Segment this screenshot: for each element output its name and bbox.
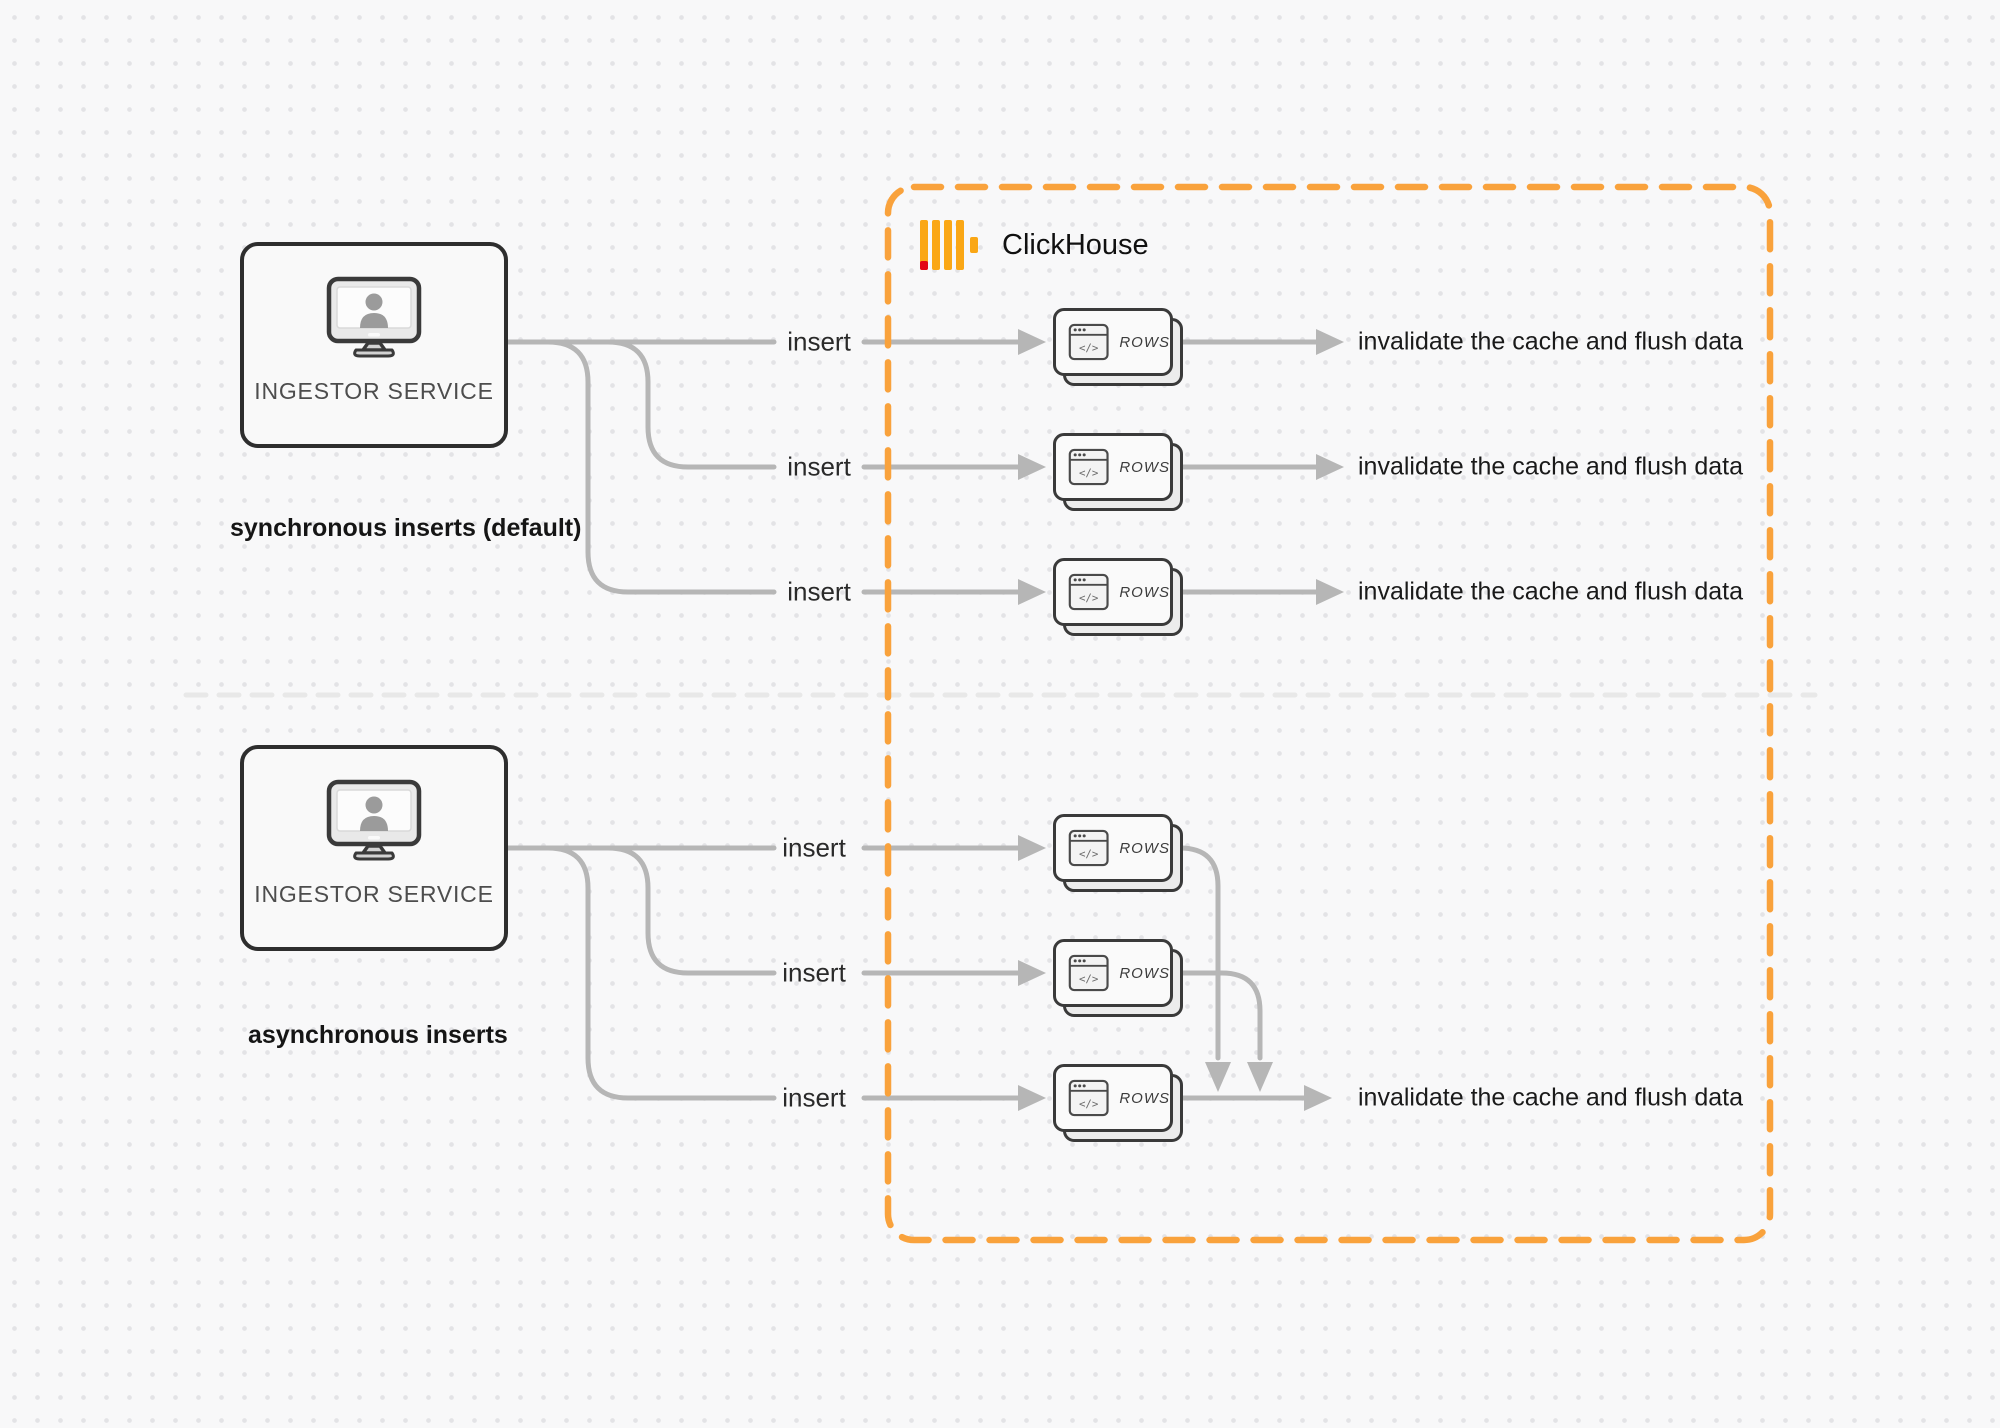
svg-text:</>: </> <box>1079 847 1099 860</box>
insert-label: insert <box>787 326 851 357</box>
monitor-user-icon <box>326 276 422 358</box>
result-label: invalidate the cache and flush data <box>1358 327 1743 356</box>
rows-card: </> ROWS <box>1053 433 1185 513</box>
monitor-user-icon <box>326 779 422 861</box>
insert-label: insert <box>787 576 851 607</box>
ingestor-service-label: INGESTOR SERVICE <box>254 378 494 404</box>
svg-text:</>: </> <box>1079 1097 1099 1110</box>
code-window-icon: </> <box>1068 829 1109 867</box>
rows-card: </> ROWS <box>1053 1064 1185 1144</box>
insert-label: insert <box>787 451 851 482</box>
rows-label: ROWS <box>1119 964 1170 982</box>
clickhouse-logo-red-dot <box>920 261 928 270</box>
result-label: invalidate the cache and flush data <box>1358 452 1743 481</box>
rows-label: ROWS <box>1119 583 1170 601</box>
clickhouse-logo-icon <box>920 220 978 270</box>
ingestor-service-label: INGESTOR SERVICE <box>254 881 494 907</box>
result-label: invalidate the cache and flush data <box>1358 1083 1743 1112</box>
clickhouse-logo: ClickHouse <box>920 220 1149 270</box>
code-window-icon: </> <box>1068 323 1109 361</box>
sync-caption: synchronous inserts (default) <box>230 514 582 542</box>
code-window-icon: </> <box>1068 1079 1109 1117</box>
clickhouse-label: ClickHouse <box>1002 228 1149 261</box>
svg-text:</>: </> <box>1079 466 1099 479</box>
code-window-icon: </> <box>1068 954 1109 992</box>
insert-label: insert <box>782 832 846 863</box>
code-window-icon: </> <box>1068 573 1109 611</box>
code-window-icon: </> <box>1068 448 1109 486</box>
insert-label: insert <box>782 1082 846 1113</box>
insert-label: insert <box>782 957 846 988</box>
rows-label: ROWS <box>1119 458 1170 476</box>
svg-text:</>: </> <box>1079 972 1099 985</box>
rows-card: </> ROWS <box>1053 558 1185 638</box>
ingestor-service-async: INGESTOR SERVICE <box>240 745 508 951</box>
rows-label: ROWS <box>1119 839 1170 857</box>
svg-text:</>: </> <box>1079 591 1099 604</box>
rows-card: </> ROWS <box>1053 308 1185 388</box>
arrowheads <box>1018 329 1344 1111</box>
rows-card: </> ROWS <box>1053 814 1185 894</box>
gray-connector-lines <box>504 339 1321 1101</box>
rows-label: ROWS <box>1119 333 1170 351</box>
ingestor-service-sync: INGESTOR SERVICE <box>240 242 508 448</box>
clickhouse-boundary-box <box>884 183 1774 1244</box>
svg-text:</>: </> <box>1079 341 1099 354</box>
rows-card: </> ROWS <box>1053 939 1185 1019</box>
result-label: invalidate the cache and flush data <box>1358 577 1743 606</box>
rows-label: ROWS <box>1119 1089 1170 1107</box>
async-caption: asynchronous inserts <box>248 1021 508 1049</box>
